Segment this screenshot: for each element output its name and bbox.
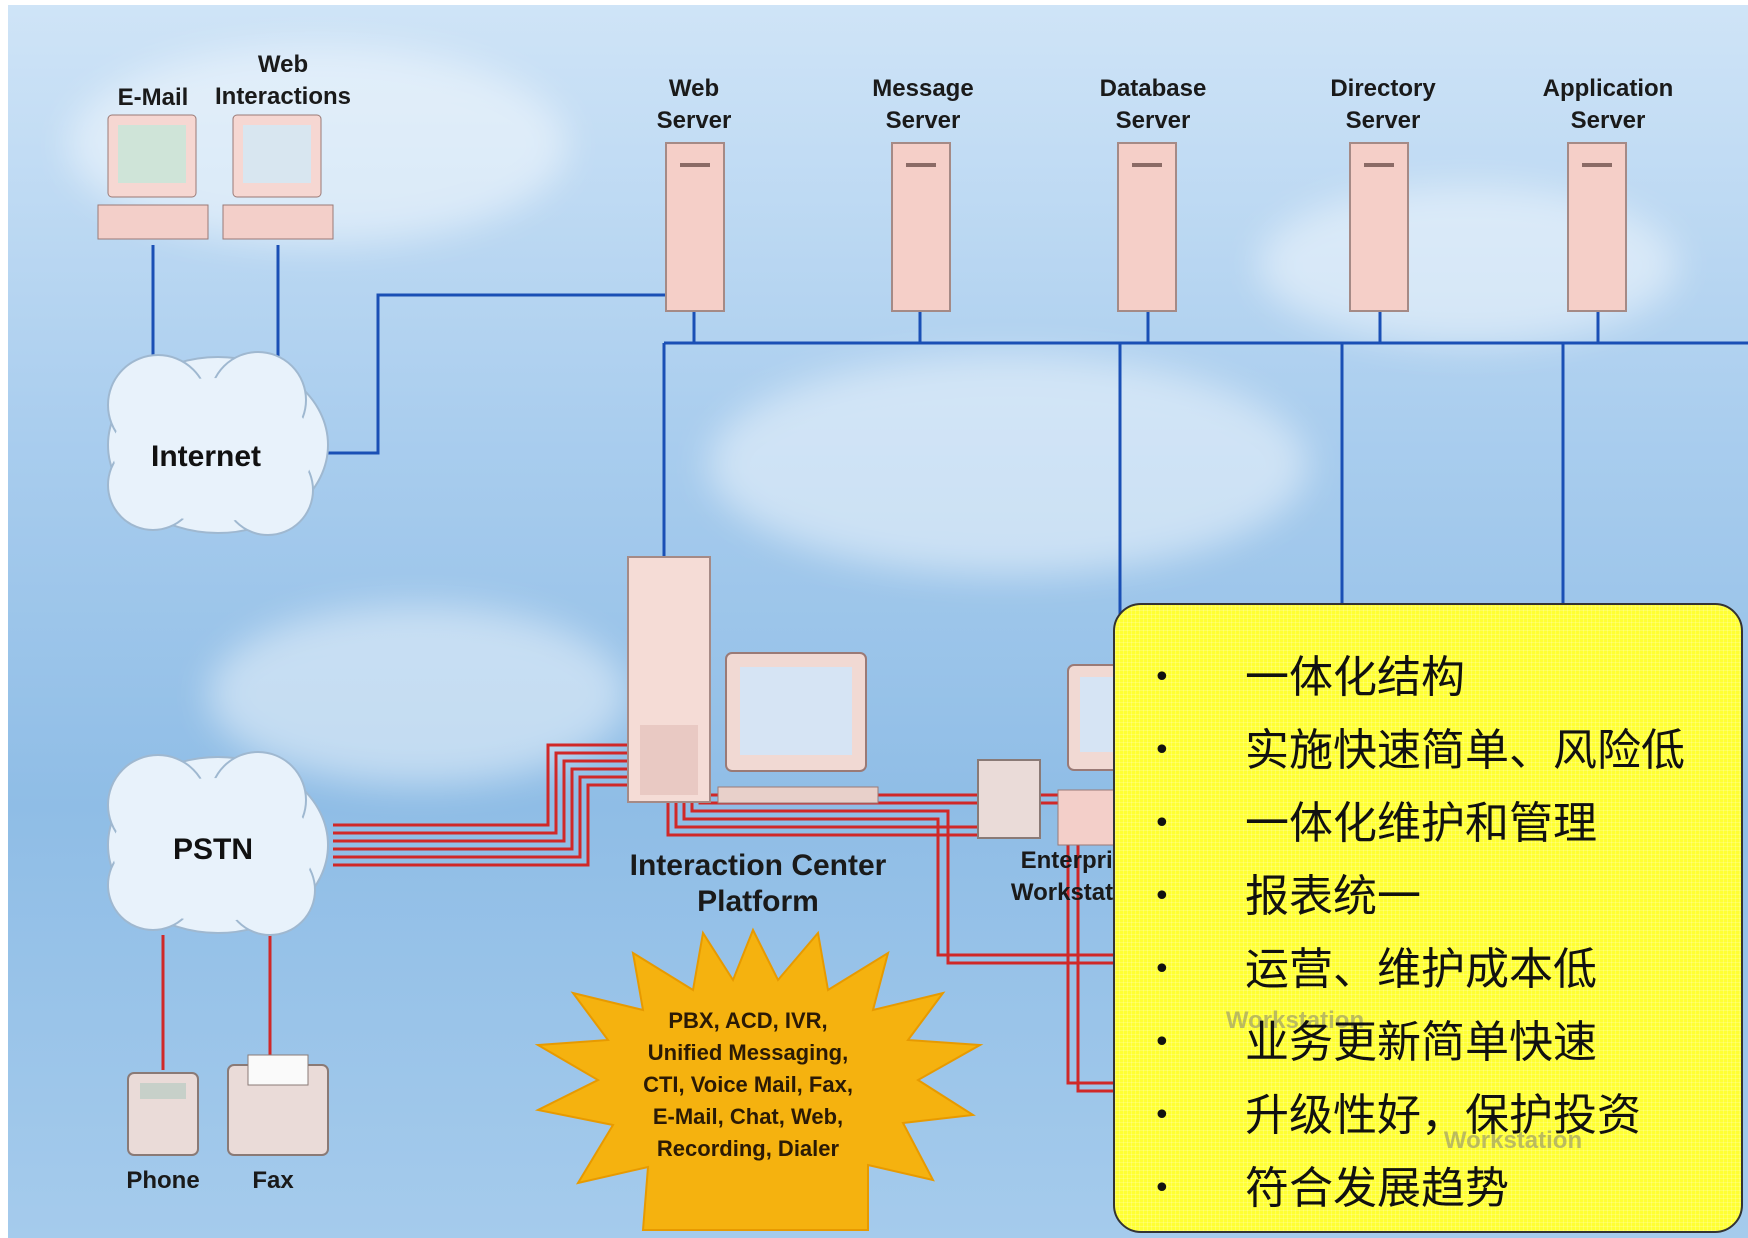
internet-label: Internet <box>151 440 262 473</box>
internet-cloud <box>107 351 329 536</box>
features-callout: Workstation Workstation •一体化结构 •实施快速简单、风… <box>1113 603 1743 1233</box>
feature-item: •运营、维护成本低 <box>1153 944 1597 995</box>
web-server-label: Web Server <box>656 75 732 134</box>
pstn-cloud <box>107 751 329 936</box>
platform-server-icon <box>627 556 879 804</box>
server-tower-icons <box>665 142 1627 312</box>
email-computer-icon <box>97 114 209 240</box>
feature-item: •一体化结构 <box>1153 652 1465 703</box>
feature-item: •实施快速简单、风险低 <box>1153 725 1685 776</box>
email-label: E-Mail <box>117 84 189 111</box>
feature-item: •报表统一 <box>1153 871 1421 922</box>
feature-item: •业务更新简单快速 <box>1153 1017 1597 1068</box>
feature-item: •一体化维护和管理 <box>1153 798 1597 849</box>
diagram-canvas: E-Mail Web Interactions Internet PSTN We… <box>8 5 1748 1238</box>
sky-cloud <box>208 605 628 785</box>
ghost-workstation-label: Workstation <box>1225 1007 1365 1034</box>
web-interactions-label: Web Interactions <box>214 51 352 110</box>
starburst-text: PBX, ACD, IVR, Unified Messaging, CTI, V… <box>643 1008 853 1161</box>
features-list: •一体化结构 •实施快速简单、风险低 •一体化维护和管理 •报表统一 •运营、维… <box>1115 605 1741 1225</box>
ghost-workstation-label: Workstation <box>1443 1127 1583 1154</box>
feature-item: •符合发展趋势 <box>1153 1163 1509 1214</box>
database-server-label: Database Server <box>1099 75 1207 134</box>
message-server-label: Message Server <box>872 75 974 134</box>
sky-cloud <box>708 355 1308 575</box>
application-server-label: Application Server <box>1542 75 1674 134</box>
platform-label: Interaction Center Platform <box>629 849 887 918</box>
fax-label: Fax <box>252 1167 294 1194</box>
feature-item: •升级性好，保护投资 <box>1153 1090 1641 1141</box>
fax-icon <box>227 1054 329 1156</box>
pstn-label: PSTN <box>173 833 254 866</box>
phone-icon <box>127 1072 199 1156</box>
starburst-shape <box>534 927 984 1231</box>
network-lines <box>151 245 1748 655</box>
web-computer-icon <box>222 114 334 240</box>
directory-server-label: Directory Server <box>1330 75 1436 134</box>
phone-label: Phone <box>126 1167 200 1194</box>
